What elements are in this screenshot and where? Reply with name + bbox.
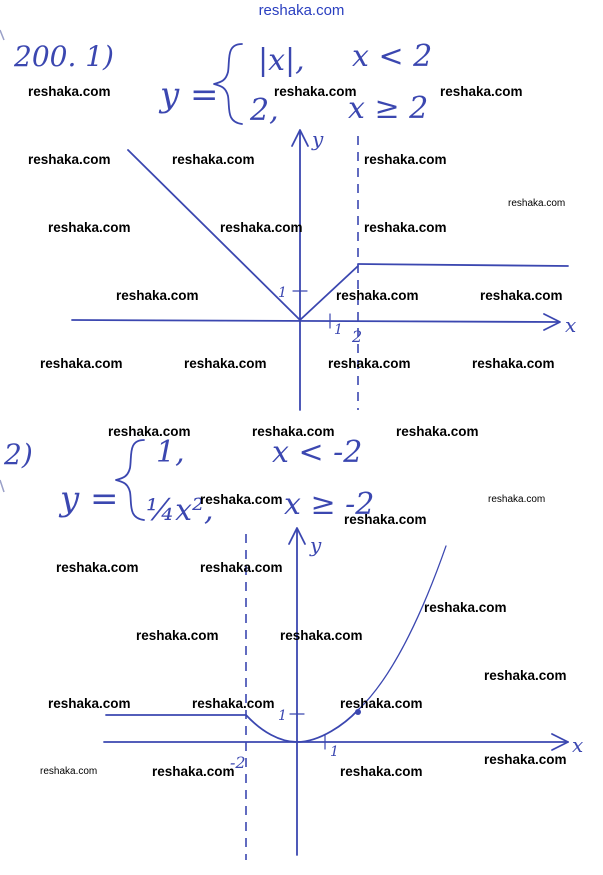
watermark: reshaka.com xyxy=(396,424,479,439)
watermark: reshaka.com xyxy=(484,668,567,683)
watermark: reshaka.com xyxy=(480,288,563,303)
watermark: reshaka.com xyxy=(252,424,335,439)
watermark: reshaka.com xyxy=(152,764,235,779)
watermark: reshaka.com xyxy=(508,198,566,209)
watermark: reshaka.com xyxy=(28,84,111,99)
problem1-brace xyxy=(213,43,243,125)
watermark: reshaka.com xyxy=(328,356,411,371)
graph2-tick-y1-label: 1 xyxy=(278,708,287,724)
watermark: reshaka.com xyxy=(280,628,363,643)
graph1-tick-y1-label: 1 xyxy=(278,285,287,301)
watermark: reshaka.com xyxy=(200,492,283,507)
problem2-func: y = xyxy=(58,479,119,519)
watermark: reshaka.com xyxy=(192,696,275,711)
graph2: x y 1 1 -2 xyxy=(103,527,583,860)
problem1-case1: |x|, xyxy=(258,43,305,78)
watermark: reshaka.com xyxy=(56,560,139,575)
problem2-case1: 1, xyxy=(156,435,185,470)
watermark: reshaka.com xyxy=(364,152,447,167)
graph2-point xyxy=(355,709,361,715)
watermark: reshaka.com xyxy=(48,220,131,235)
watermark: reshaka.com xyxy=(488,494,546,505)
watermark: reshaka.com xyxy=(274,84,357,99)
graph1-x-axis xyxy=(71,319,559,323)
watermark: reshaka.com xyxy=(344,512,427,527)
problem1-cond2: x ≥ 2 xyxy=(348,91,428,126)
graph1-tick-x2-label: 2 xyxy=(351,327,362,346)
problem2-brace xyxy=(115,439,145,521)
graph1: x y 1 1 2 xyxy=(71,127,576,411)
watermark: reshaka.com xyxy=(200,560,283,575)
watermark: reshaka.com xyxy=(472,356,555,371)
watermark: reshaka.com xyxy=(424,600,507,615)
watermark: reshaka.com xyxy=(340,764,423,779)
graph2-tick-x1-label: 1 xyxy=(330,744,339,760)
graph1-const-branch xyxy=(357,263,569,267)
problem2-cond2: x ≥ -2 xyxy=(284,487,374,522)
graph2-x-label: x xyxy=(572,733,583,757)
graph2-y-label: y xyxy=(309,533,322,557)
watermark: reshaka.com xyxy=(364,220,447,235)
watermark: reshaka.com xyxy=(28,152,111,167)
graph1-abs-x-branch xyxy=(127,149,359,321)
problem1-case2: 2, xyxy=(249,93,279,128)
problem1-cond1: x < 2 xyxy=(352,39,432,74)
problem1-func: y = xyxy=(158,75,219,115)
watermark: reshaka.com xyxy=(48,696,131,711)
watermark: reshaka.com xyxy=(184,356,267,371)
graph1-y-label: y xyxy=(311,127,324,151)
watermark: reshaka.com xyxy=(40,356,123,371)
problem2-cond1: x < -2 xyxy=(272,435,362,470)
watermark: reshaka.com xyxy=(336,288,419,303)
watermark: reshaka.com xyxy=(484,752,567,767)
graph1-x-arrow-icon xyxy=(543,313,561,331)
graph2-x-arrow-icon xyxy=(551,733,569,751)
graph1-tick-x1-label: 1 xyxy=(334,322,343,338)
graph2-tick-xm2-label: -2 xyxy=(230,753,246,772)
graph1-x-label: x xyxy=(565,313,576,337)
graph2-parabola-branch xyxy=(245,709,359,743)
watermark: reshaka.com xyxy=(440,84,523,99)
watermark: reshaka.com xyxy=(108,424,191,439)
watermark: reshaka.com xyxy=(136,628,219,643)
graph2-y-arrow-icon xyxy=(288,527,306,545)
watermark: reshaka.com xyxy=(220,220,303,235)
page-edge-marks xyxy=(0,29,5,493)
site-link[interactable]: reshaka.com xyxy=(258,2,345,19)
graph2-parabola-extension xyxy=(357,545,447,711)
problem2-label: 2) xyxy=(3,438,33,471)
watermark: reshaka.com xyxy=(172,152,255,167)
watermark: reshaka.com xyxy=(40,766,98,777)
graph1-y-arrow-icon xyxy=(291,129,309,147)
problem1-label: 200. 1) xyxy=(13,40,114,73)
watermark: reshaka.com xyxy=(116,288,199,303)
watermark: reshaka.com xyxy=(340,696,423,711)
problem2-case2: ¼x², xyxy=(146,493,214,528)
